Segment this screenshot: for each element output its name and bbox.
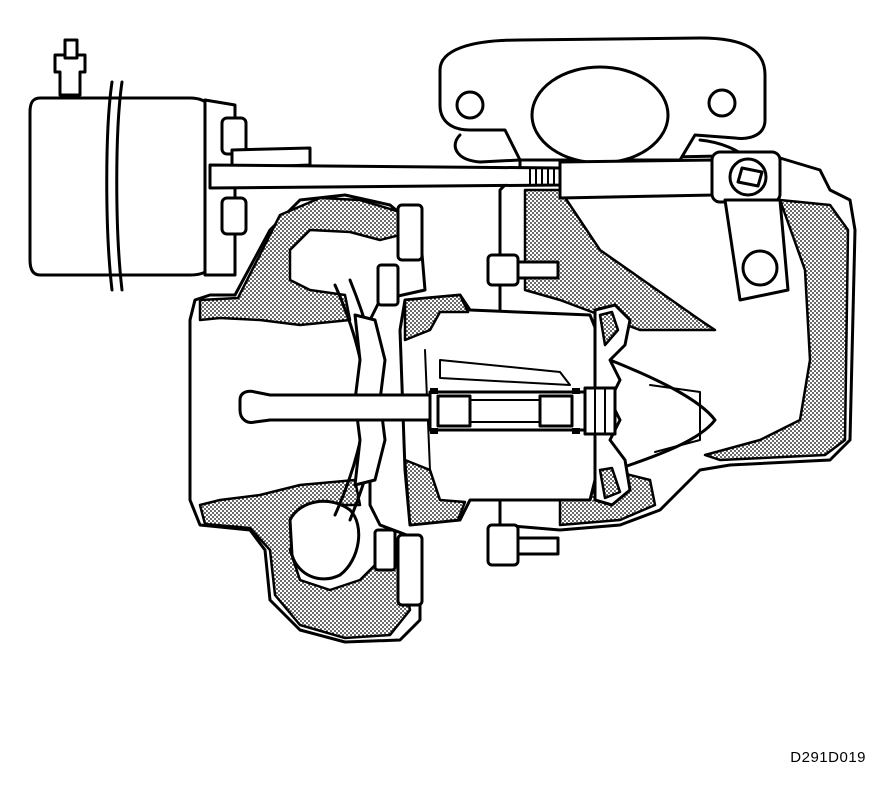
exhaust-inlet-flange <box>438 36 767 165</box>
housing-bolts <box>373 203 560 607</box>
wastegate-actuator <box>28 38 312 292</box>
figure-reference-code: D291D019 <box>790 749 866 766</box>
turbo-shaft <box>238 386 617 436</box>
seal-ring-accents <box>430 388 580 434</box>
wastegate-linkage <box>208 150 790 302</box>
